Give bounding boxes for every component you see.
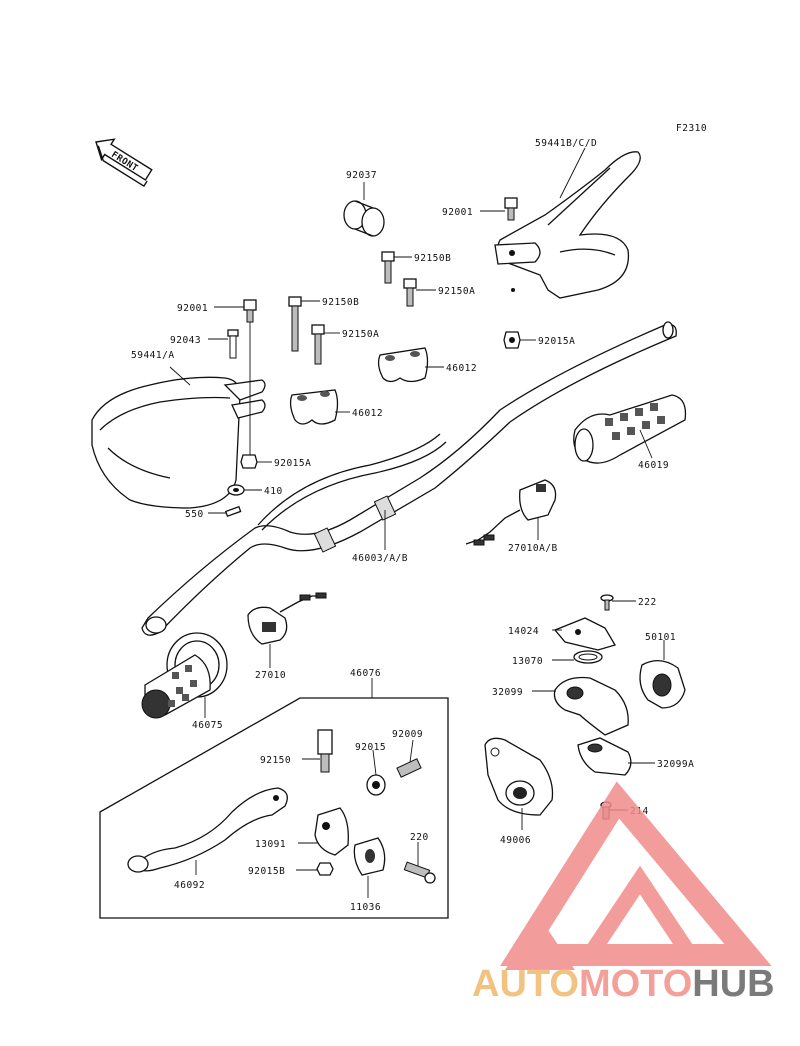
switch-27010ab-icon [465, 479, 557, 546]
label-32099: 32099 [492, 687, 523, 698]
label-92043: 92043 [170, 335, 201, 346]
label-92009: 92009 [392, 729, 423, 740]
bolt-92043-icon [227, 329, 239, 359]
label-92001-top: 92001 [442, 207, 473, 218]
left-handguard-icon [91, 376, 266, 509]
handlebar-icon [141, 321, 677, 636]
holder-11036-icon [353, 837, 386, 876]
label-550: 550 [185, 509, 204, 520]
bolt-92150b-b-icon [288, 296, 302, 352]
label-92001-left: 92001 [177, 303, 208, 314]
nut-92015-icon [366, 774, 386, 796]
front-arrow-icon: FRONT [95, 138, 153, 188]
adjuster-92009-icon [396, 758, 422, 778]
clip-13070-icon [573, 650, 603, 664]
figure-code: F2310 [676, 123, 707, 134]
knurl-pattern [313, 495, 397, 553]
label-49006: 49006 [500, 835, 531, 846]
label-222: 222 [638, 597, 657, 608]
label-46076: 46076 [350, 668, 381, 679]
bolt-92001-left-icon [243, 299, 257, 323]
nut-92015b-icon [316, 862, 334, 876]
clamp-46012-b-icon [289, 389, 339, 425]
label-50101: 50101 [645, 632, 676, 643]
lever-46092-icon [127, 787, 288, 873]
bolt-220-icon [403, 861, 436, 884]
label-27010ab: 27010A/B [508, 543, 558, 554]
washer-410-icon [227, 484, 245, 496]
label-46012-b: 46012 [352, 408, 383, 419]
label-11036: 11036 [350, 902, 381, 913]
label-13091: 13091 [255, 839, 286, 850]
label-92015a-top: 92015A [538, 336, 575, 347]
bracket-13091-icon [314, 807, 349, 856]
nut-92015a-top-icon [503, 331, 521, 349]
switch-27010-icon [247, 592, 327, 645]
label-410: 410 [264, 486, 283, 497]
part-labels: 59441B/C/D 92037 92001 92150B 92150A 920… [131, 138, 694, 913]
throttle-49006-icon [484, 737, 554, 816]
cover-14024-icon [553, 617, 616, 651]
label-14024: 14024 [508, 626, 539, 637]
label-92150b-b: 92150B [322, 297, 359, 308]
housing-50101-icon [639, 660, 686, 709]
bolt-92150a-a-icon [403, 278, 417, 307]
label-92150b-a: 92150B [414, 253, 451, 264]
label-32099a: 32099A [657, 759, 694, 770]
bolt-92150-icon [317, 729, 333, 773]
label-59441bcd: 59441B/C/D [535, 138, 597, 149]
housing-32099-icon [553, 676, 629, 736]
clamp-32099a-icon [577, 737, 632, 776]
label-220: 220 [410, 832, 429, 843]
pin-550-icon [224, 505, 242, 518]
label-46003: 46003/A/B [352, 553, 408, 564]
label-92150: 92150 [260, 755, 291, 766]
label-46092: 46092 [174, 880, 205, 891]
kit-46076-outline [99, 697, 449, 919]
label-92015b: 92015B [248, 866, 285, 877]
label-92015a-left: 92015A [274, 458, 311, 469]
watermark-logo-icon [500, 781, 772, 970]
label-13070: 13070 [512, 656, 543, 667]
right-handguard-icon [494, 151, 641, 299]
label-46012-a: 46012 [446, 363, 477, 374]
clamp-46012-a-icon [377, 347, 429, 383]
label-27010: 27010 [255, 670, 286, 681]
bolt-92150a-b-icon [311, 324, 325, 365]
label-46019: 46019 [638, 460, 669, 471]
label-92150a-b: 92150A [342, 329, 379, 340]
clamp-92037-icon [343, 200, 385, 237]
screw-222-icon [600, 594, 614, 611]
left-grip-icon [141, 632, 228, 719]
bolt-92150b-a-icon [381, 251, 395, 284]
watermark-text: AUTOMOTOHUB [472, 963, 775, 1005]
label-92037: 92037 [346, 170, 377, 181]
label-92015: 92015 [355, 742, 386, 753]
right-grip-icon [573, 394, 687, 464]
label-59441a: 59441/A [131, 350, 175, 361]
leader-lines [169, 147, 665, 898]
label-46075: 46075 [192, 720, 223, 731]
nut-92015a-left-icon [240, 454, 258, 469]
label-92150a-a: 92150A [438, 286, 475, 297]
bolt-92001-top-icon [504, 197, 518, 221]
